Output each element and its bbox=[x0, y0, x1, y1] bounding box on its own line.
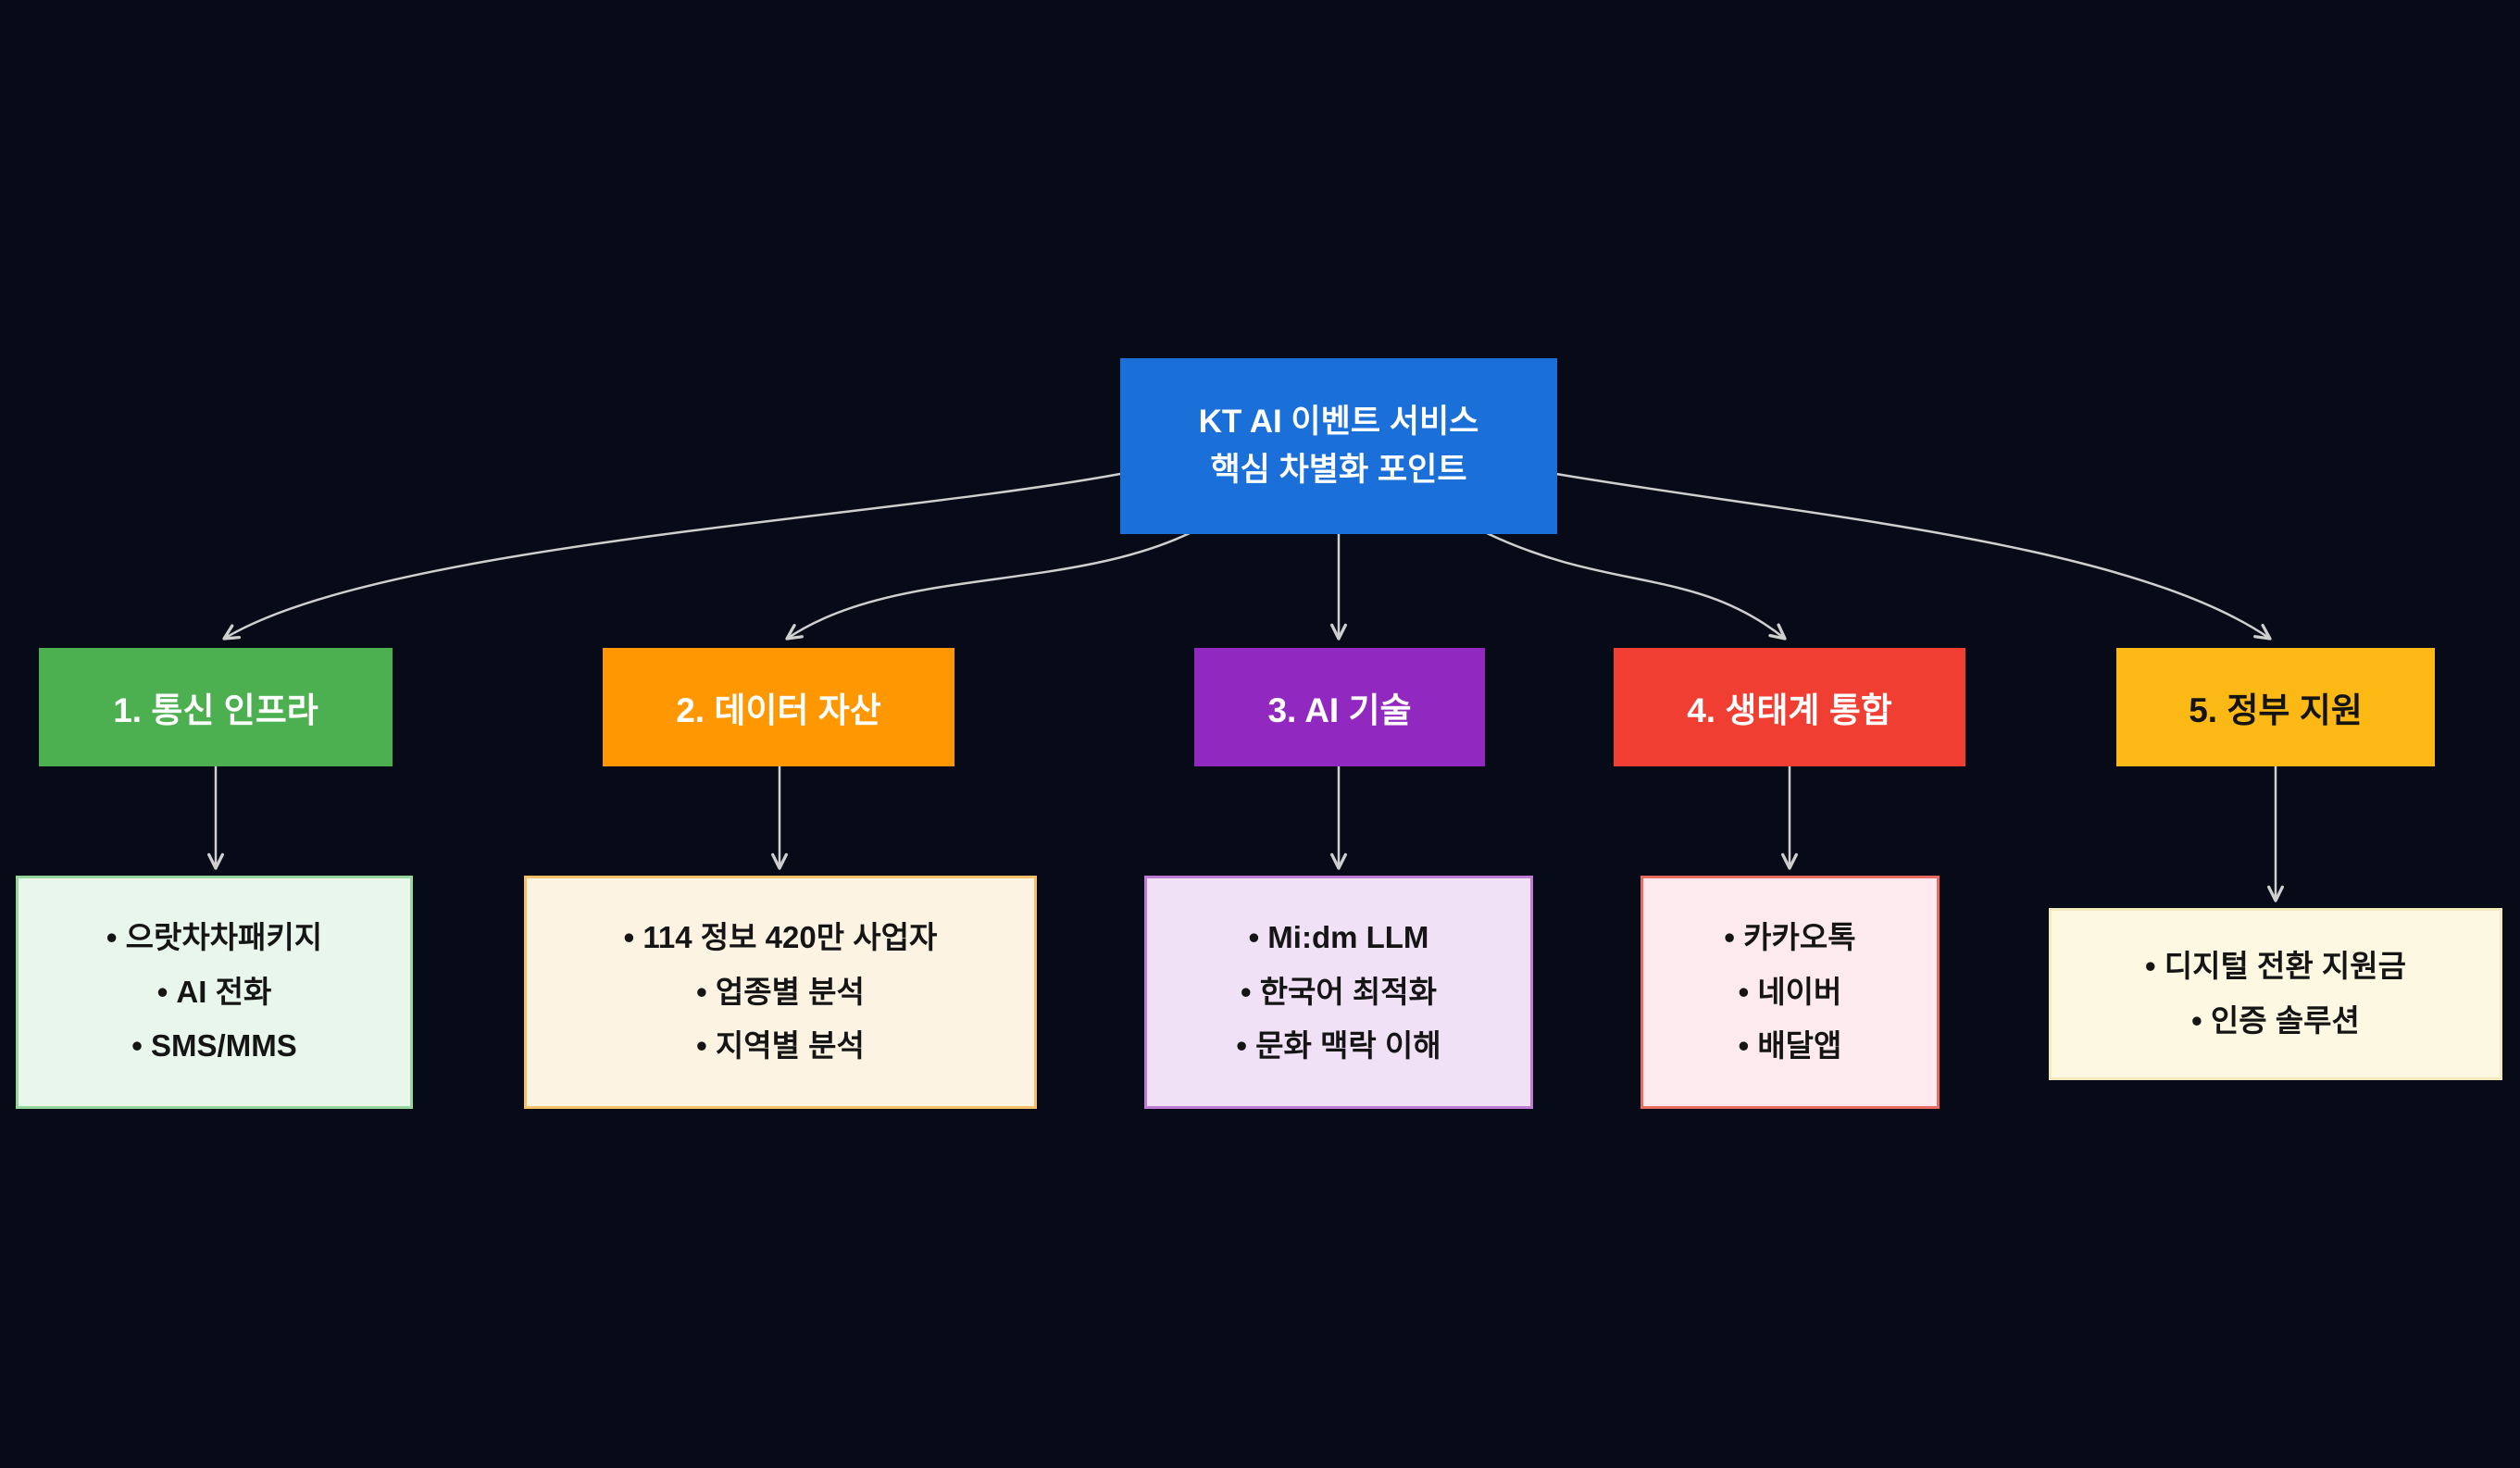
list-item: 지역별 분석 bbox=[696, 1019, 865, 1074]
branch-5-header: 5. 정부 지원 bbox=[2116, 648, 2435, 766]
branch-4-label: 4. 생태계 통합 bbox=[1687, 691, 1892, 729]
list-item: Mi:dm LLM bbox=[1249, 911, 1428, 965]
list-item: 카카오톡 bbox=[1724, 911, 1855, 965]
edge-root-to-branch-1 bbox=[222, 472, 1121, 641]
edge-root-to-branch-2 bbox=[785, 531, 1191, 641]
list-item: 배달앱 bbox=[1739, 1019, 1841, 1074]
branch-1-panel: 으랏차차패키지 AI 전화 SMS/MMS bbox=[16, 876, 413, 1109]
edge-root-to-branch-5 bbox=[1555, 472, 2272, 641]
list-item: 문화 맥락 이해 bbox=[1236, 1019, 1441, 1074]
branch-2-panel: 114 정보 420만 사업자 업종별 분석 지역별 분석 bbox=[524, 876, 1037, 1109]
list-item: 한국어 최적화 bbox=[1241, 965, 1437, 1020]
list-item: SMS/MMS bbox=[131, 1019, 297, 1074]
list-item: 114 정보 420만 사업자 bbox=[624, 911, 937, 965]
branch-1-label: 1. 통신 인프라 bbox=[113, 691, 318, 729]
branch-3-label: 3. AI 기술 bbox=[1267, 691, 1412, 729]
branch-2-label: 2. 데이터 자산 bbox=[676, 691, 881, 729]
branch-5-label: 5. 정부 지원 bbox=[2189, 691, 2363, 729]
list-item: 네이버 bbox=[1739, 965, 1841, 1020]
list-item: 업종별 분석 bbox=[696, 965, 865, 1020]
branch-4-header: 4. 생태계 통합 bbox=[1614, 648, 1965, 766]
branch-1-header: 1. 통신 인프라 bbox=[39, 648, 393, 766]
list-item: 인증 솔루션 bbox=[2191, 994, 2360, 1049]
root-title-line-2: 핵심 차별화 포인트 bbox=[1210, 452, 1467, 488]
list-item: AI 전화 bbox=[157, 965, 271, 1020]
root-title-line-1: KT AI 이벤트 서비스 bbox=[1198, 403, 1479, 440]
branch-3-header: 3. AI 기술 bbox=[1194, 648, 1485, 766]
branch-3-panel: Mi:dm LLM 한국어 최적화 문화 맥락 이해 bbox=[1144, 876, 1533, 1109]
branch-2-header: 2. 데이터 자산 bbox=[603, 648, 954, 766]
branch-4-panel: 카카오톡 네이버 배달앱 bbox=[1640, 876, 1940, 1109]
list-item: 으랏차차패키지 bbox=[106, 911, 323, 965]
branch-5-panel: 디지털 전환 지원금 인증 솔루션 bbox=[2049, 908, 2502, 1080]
list-item: 디지털 전환 지원금 bbox=[2145, 939, 2406, 994]
root-node: KT AI 이벤트 서비스 핵심 차별화 포인트 bbox=[1120, 358, 1557, 534]
edge-root-to-branch-4 bbox=[1486, 531, 1787, 641]
